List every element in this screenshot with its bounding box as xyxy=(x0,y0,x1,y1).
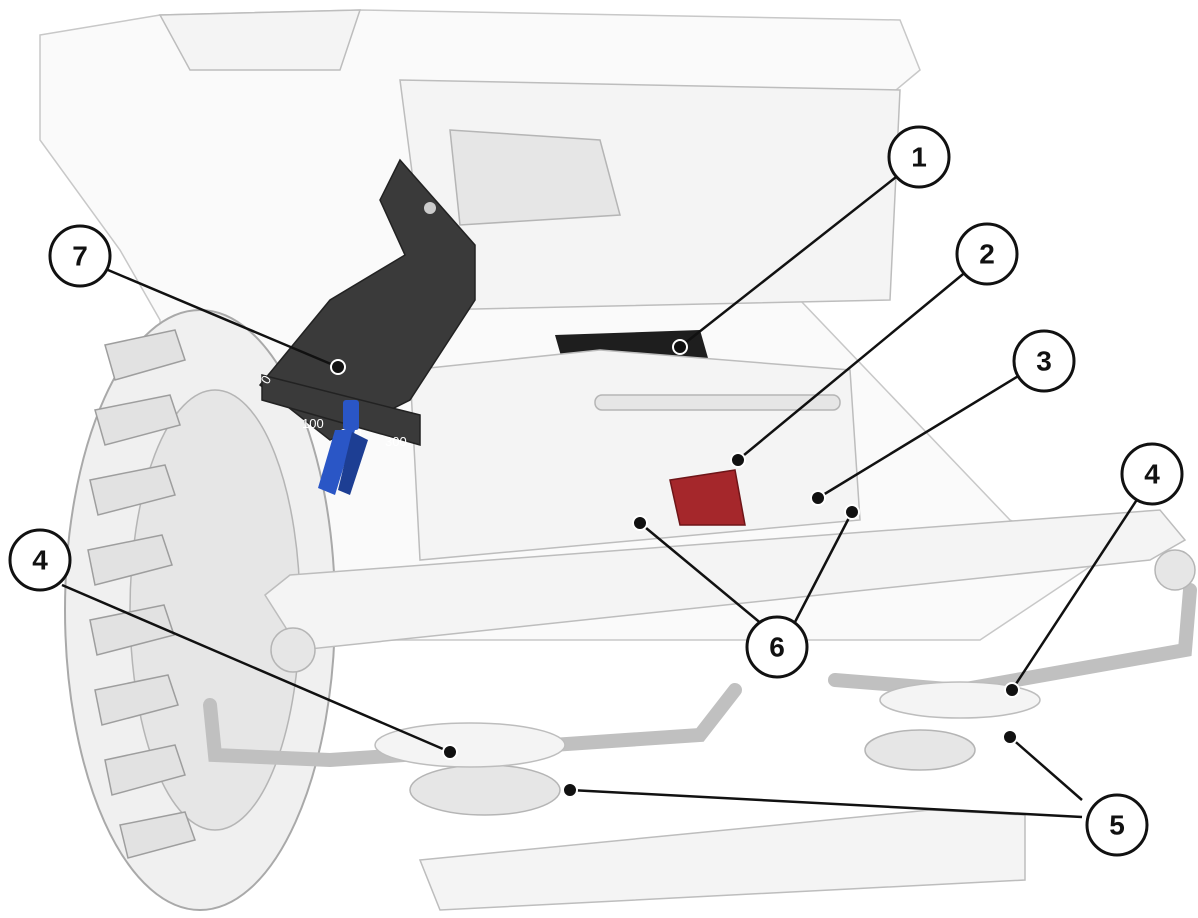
leader-4-left xyxy=(61,583,451,754)
callout-4-right: 4 xyxy=(1120,442,1184,506)
leader-6-a xyxy=(639,522,764,626)
scale-mark: 100 xyxy=(302,416,324,431)
leader-dot-3 xyxy=(810,490,826,506)
callout-1: 1 xyxy=(887,125,951,189)
leader-dot-4-left xyxy=(442,744,458,760)
leader-dot-1 xyxy=(672,339,688,355)
callout-label: 2 xyxy=(979,239,995,270)
callout-7: 7 xyxy=(48,224,112,288)
leader-dot-6-a xyxy=(632,515,648,531)
leader-dot-5-a xyxy=(1002,729,1018,745)
leader-dot-6-b xyxy=(844,504,860,520)
leader-1 xyxy=(679,169,906,348)
callout-5: 5 xyxy=(1085,793,1149,857)
leader-7 xyxy=(107,268,339,369)
leader-6-b xyxy=(793,511,854,623)
callout-label: 4 xyxy=(1144,459,1160,490)
leader-dot-2 xyxy=(730,452,746,468)
leader-2 xyxy=(737,269,969,461)
leader-dot-5-b xyxy=(562,782,578,798)
leader-5-b xyxy=(569,788,1083,819)
machine-illustration xyxy=(39,9,1197,911)
callout-label: 3 xyxy=(1036,346,1052,377)
callout-6: 6 xyxy=(745,615,809,679)
callout-label: 7 xyxy=(72,241,88,272)
callout-label: 1 xyxy=(911,142,927,173)
leader-3 xyxy=(817,373,1021,500)
leader-lines xyxy=(61,169,1142,819)
leader-5-a xyxy=(1009,736,1083,801)
leader-4-right xyxy=(1010,494,1142,691)
leader-dot-4-right xyxy=(1004,682,1020,698)
callout-label: 6 xyxy=(769,632,785,663)
lever-handle xyxy=(318,400,368,495)
callout-3: 3 xyxy=(1012,329,1076,393)
leader-dot-7 xyxy=(330,359,346,375)
tire-treads xyxy=(87,329,196,859)
metering-lever: 0 100 200 300 xyxy=(258,158,476,495)
callout-label: 5 xyxy=(1109,810,1125,841)
callout-4-left: 4 xyxy=(8,528,72,592)
callouts: 1 2 3 4 4 5 6 7 xyxy=(8,125,1184,857)
scale-mark: 300 xyxy=(385,434,407,449)
callout-label: 4 xyxy=(32,545,48,576)
callout-2: 2 xyxy=(955,222,1019,286)
